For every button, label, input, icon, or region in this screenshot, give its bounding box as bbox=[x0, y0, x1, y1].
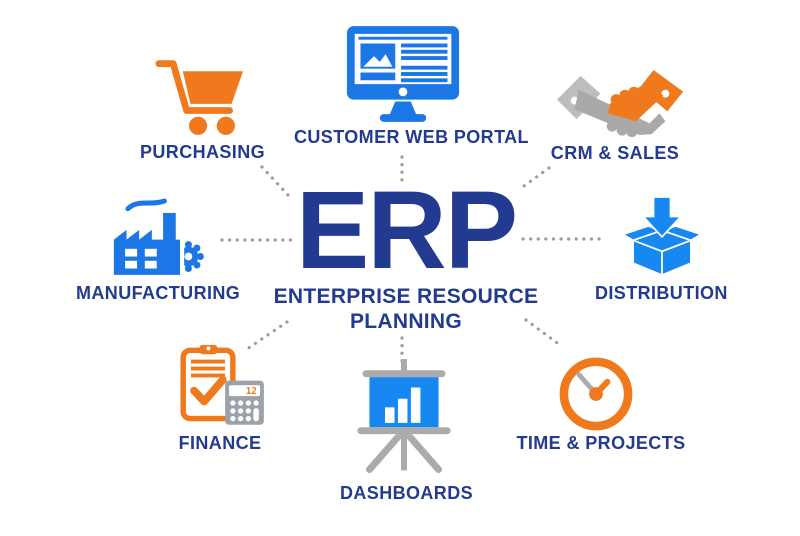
label-finance: FINANCE bbox=[178, 433, 262, 453]
erp-subtitle-line1: ENTERPRISE RESOURCE bbox=[273, 285, 539, 308]
monitor-icon bbox=[346, 26, 460, 122]
factory-icon bbox=[113, 198, 204, 277]
clock-icon bbox=[559, 357, 633, 431]
erp-subtitle-line2: PLANNING bbox=[349, 310, 463, 334]
calculator-display: 12 bbox=[246, 386, 257, 397]
label-time-projects: TIME & PROJECTS bbox=[516, 433, 686, 453]
clipboard-calculator-icon: 12 bbox=[180, 344, 264, 425]
label-crm-sales: CRM & SALES bbox=[550, 143, 680, 163]
presentation-chart-icon bbox=[357, 359, 451, 473]
erp-title: ERP bbox=[295, 169, 518, 292]
label-distribution: DISTRIBUTION bbox=[595, 283, 728, 303]
handshake-icon bbox=[556, 70, 684, 138]
erp-subtitle: ENTERPRISE RESOURCE PLANNING bbox=[270, 284, 542, 334]
label-dashboards: DASHBOARDS bbox=[340, 483, 474, 503]
label-purchasing: PURCHASING bbox=[139, 142, 265, 162]
shopping-cart-icon bbox=[155, 60, 244, 135]
open-box-arrow-icon bbox=[623, 196, 701, 277]
label-manufacturing: MANUFACTURING bbox=[76, 283, 241, 303]
label-customer-web-portal: CUSTOMER WEB PORTAL bbox=[294, 127, 529, 147]
